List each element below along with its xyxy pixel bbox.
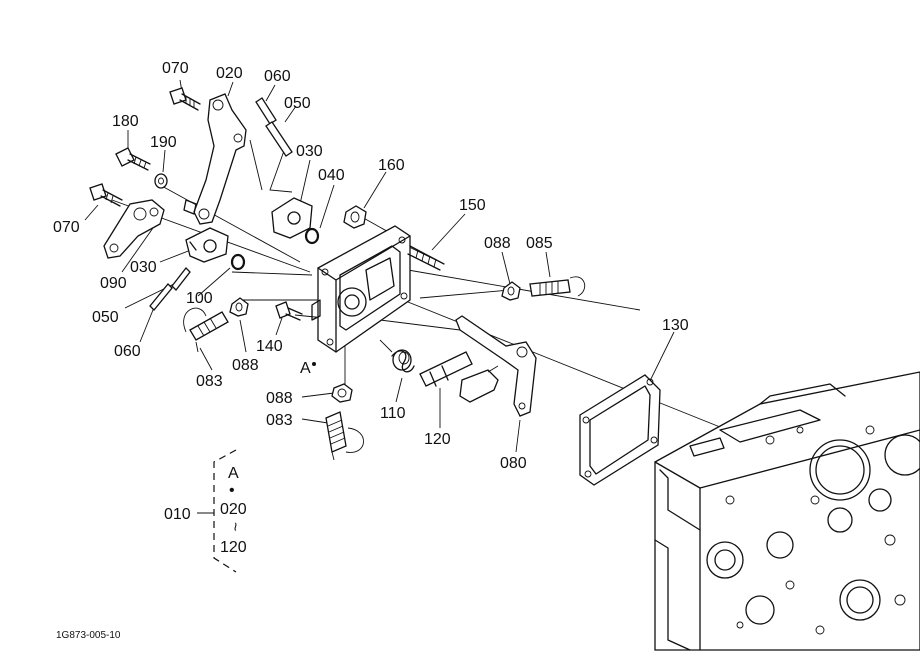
assembly-range-mid: 020 [220,501,247,518]
callout-085: 085 [526,235,553,252]
callout-labels: 070 020 060 050 180 190 030 040 160 150 … [53,60,689,472]
callout-020: 020 [216,65,243,82]
callout-070-left: 070 [53,219,80,236]
callout-050-left: 050 [92,309,119,326]
fork-030-right [271,197,313,239]
assembly-label-010: 010 [164,506,191,523]
nut-088-bottom [331,383,353,403]
fork-030-left [185,227,229,263]
lever-020 [183,93,247,225]
callout-110: 110 [380,405,406,422]
lever-080 [455,315,537,417]
drawing-reference: 1G873-005-10 [56,630,121,641]
assembly-range-tilde: ~ [226,522,243,531]
callout-030-left: 030 [130,259,157,276]
callout-140: 140 [256,338,283,355]
o-ring-100 [230,253,246,271]
callout-088-left: 088 [232,357,259,374]
nut-088-left [229,297,249,317]
nut-160 [343,205,367,229]
callout-060-left: 060 [114,343,141,360]
screw-085 [529,276,586,297]
washer-190 [154,173,168,189]
assembly-range-start: A [228,465,239,482]
callout-083-left: 083 [196,373,223,390]
callout-100: 100 [186,290,213,307]
shaft-120 [419,351,499,403]
callout-A-dot [312,362,316,366]
bolt-140 [275,301,303,321]
callout-A: A [300,360,311,377]
bolt-070-top [169,87,201,111]
bolt-070-left [89,183,123,207]
gasket-130 [579,374,661,486]
assembly-range-dot: • [229,482,235,499]
assembly-range: 010 A • 020 ~ 120 [164,465,247,556]
screw-083-left [183,307,229,353]
stud-150 [407,245,445,271]
callout-150: 150 [459,197,486,214]
assembly-bracket [213,449,237,573]
callout-088-bottom: 088 [266,390,293,407]
governor-case [311,225,411,353]
lever-090 [103,199,165,259]
callout-160: 160 [378,157,405,174]
callout-050-top: 050 [284,95,311,112]
callout-130: 130 [662,317,689,334]
callout-088-right: 088 [484,235,511,252]
callout-190: 190 [150,134,177,151]
spring-110 [379,339,415,373]
callout-180: 180 [112,113,139,130]
callout-090: 090 [100,275,127,292]
assembly-range-end: 120 [220,539,247,556]
callout-060-top: 060 [264,68,291,85]
screw-083-bottom [325,411,364,461]
pins-050-060-left [149,267,191,311]
callout-030-top: 030 [296,143,323,160]
callout-040: 040 [318,167,345,184]
callout-083-bottom: 083 [266,412,293,429]
pins-060-050-top [255,97,293,157]
bolt-180 [115,147,151,171]
nut-088-right [501,281,521,301]
callout-080: 080 [500,455,527,472]
cylinder-block [654,371,920,651]
o-ring-040 [304,227,320,245]
callout-070-top: 070 [162,60,189,77]
callout-120: 120 [424,431,451,448]
